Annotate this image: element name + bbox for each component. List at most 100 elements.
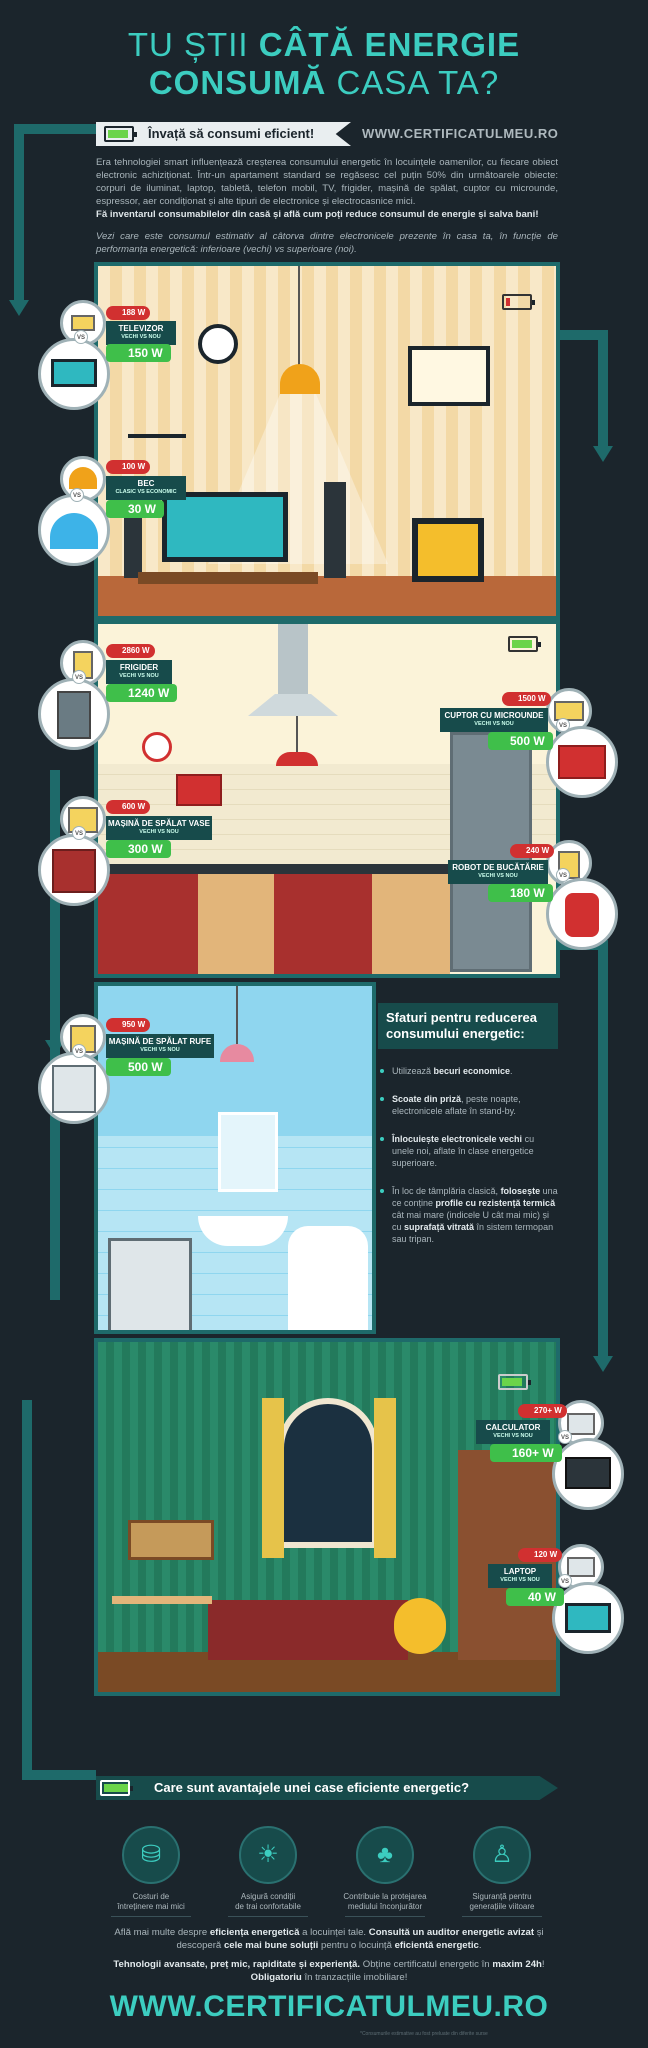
living-room: [94, 262, 560, 620]
bath-lamp-shade: [220, 1044, 254, 1062]
label-sub: VECHI VS NOU: [500, 1577, 540, 1583]
divider: [228, 1916, 308, 1917]
microwave-icon: [558, 745, 606, 779]
kitchen-lamp: [296, 716, 298, 754]
microwave-new-watt: 500 W: [488, 732, 553, 750]
battery-icon: [502, 294, 535, 310]
label-sub: CLASIC VS ECONOMIC: [115, 489, 177, 495]
benefit-line: mediului înconjurător: [347, 1902, 423, 1911]
tip-bold: folosește: [500, 1186, 541, 1196]
tips-title: Sfaturi pentru reducerea consumului ener…: [378, 1003, 558, 1049]
vs-badge: VS: [558, 1430, 572, 1444]
tip-item: Scoate din priză, peste noapte, electron…: [378, 1093, 558, 1117]
benefit-line: de trai confortabile: [235, 1902, 301, 1911]
site-url-top[interactable]: WWW.CERTIFICATULMEU.RO: [362, 126, 559, 141]
dishwasher-new-watt: 300 W: [106, 840, 171, 858]
fridge-icon: [57, 691, 91, 739]
tip-item: Înlocuiește electronicele vechi cu unele…: [378, 1133, 558, 1169]
site-url-footer[interactable]: WWW.CERTIFICATULMEU.RO: [109, 1990, 549, 2023]
outro-text: .: [478, 1940, 482, 1951]
label-name: MAȘINĂ DE SPĂLAT RUFE: [108, 1037, 212, 1046]
tip-item: Utilizează becuri economice.: [378, 1065, 558, 1077]
benefits-banner: Care sunt avantajele unei case eficiente…: [96, 1776, 558, 1800]
range-hood: [278, 624, 308, 694]
label-sub: VECHI VS NOU: [474, 721, 514, 727]
pipe-left-top-h: [14, 124, 96, 134]
label-sub: VECHI VS NOU: [140, 1047, 180, 1053]
laptop-icon: [565, 1603, 611, 1633]
banner-label: Învață să consumi eficient!: [148, 126, 315, 141]
lamp-shade: [280, 364, 320, 394]
speaker: [124, 512, 142, 578]
kitchen-lamp-shade: [276, 752, 318, 766]
shelf: [128, 434, 186, 438]
bulb-icon: [50, 513, 98, 549]
washing-machine: [108, 1238, 192, 1330]
tv-stand: [138, 572, 318, 584]
intro-banner: Învață să consumi eficient!: [96, 122, 351, 146]
microwave-old-watt: 1500 W: [502, 692, 551, 706]
tv-new-watt: 150 W: [106, 344, 171, 362]
tv-icon: [51, 359, 97, 387]
fridge-old-watt: 2860 W: [106, 644, 155, 658]
pipe-right-2v: [598, 940, 608, 1360]
wall-picture: [408, 346, 490, 406]
outro-text: în tranzacțiile imobiliare!: [301, 1972, 408, 1983]
tip-text: .: [510, 1066, 513, 1076]
divider: [462, 1916, 542, 1917]
robot-new-circle: [546, 878, 618, 950]
label-sub: VECHI VS NOU: [478, 873, 518, 879]
bedroom: [94, 1338, 560, 1696]
tip-bold: suprafață vitrată: [404, 1222, 475, 1232]
range-hood-base: [248, 694, 338, 716]
battery-icon: [498, 1374, 531, 1390]
wall-clock-icon: [142, 732, 172, 762]
footnote: *Consumurile estimative au fost preluate…: [360, 2031, 488, 2037]
title-part: CÂTĂ ENERGIE: [258, 26, 521, 63]
toilet: [288, 1226, 368, 1330]
cabinet: [372, 872, 450, 974]
speaker: [324, 482, 346, 578]
pipe-left-3h: [22, 1770, 96, 1780]
clock-icon: [198, 324, 238, 364]
battery-icon: [104, 126, 137, 142]
outro-bold: Obligatoriu: [250, 1972, 302, 1983]
outro-1: Află mai multe despre eficiența energeti…: [96, 1926, 562, 1952]
benefit-line: întreținere mai mici: [117, 1902, 185, 1911]
bathroom: [94, 982, 376, 1334]
bulb-old-watt: 100 W: [106, 460, 151, 474]
curtain: [374, 1398, 396, 1558]
intro-p3: Vezi care este consumul estimativ al cât…: [96, 231, 558, 255]
cabinet: [98, 872, 198, 974]
outro-2: Tehnologii avansate, preț mic, rapiditat…: [96, 1958, 562, 1984]
battery-icon: [508, 636, 541, 652]
notice-board: [128, 1520, 214, 1560]
tip-bold: becuri economice: [433, 1066, 511, 1076]
benefit-line: Siguranță pentru: [472, 1892, 532, 1901]
tip-text: Utilizează: [392, 1066, 434, 1076]
divider: [345, 1916, 425, 1917]
vs-badge: VS: [74, 330, 88, 344]
mixer-icon: [565, 893, 599, 937]
battery-icon: [100, 1780, 133, 1796]
washer-new-watt: 500 W: [106, 1058, 171, 1076]
benefit-line: Asigură condiții: [240, 1892, 296, 1901]
tv-new-circle: [38, 338, 110, 410]
tips-list: Utilizează becuri economice. Scoate din …: [378, 1049, 558, 1245]
countertop: [98, 864, 450, 874]
intro-text: Era tehnologiei smart influențează creșt…: [96, 156, 558, 256]
pipe-left-3: [22, 1400, 32, 1780]
vs-badge: VS: [72, 826, 86, 840]
page-title: TU ȘTII CÂTĂ ENERGIE CONSUMĂ CASA TA?: [0, 26, 648, 102]
